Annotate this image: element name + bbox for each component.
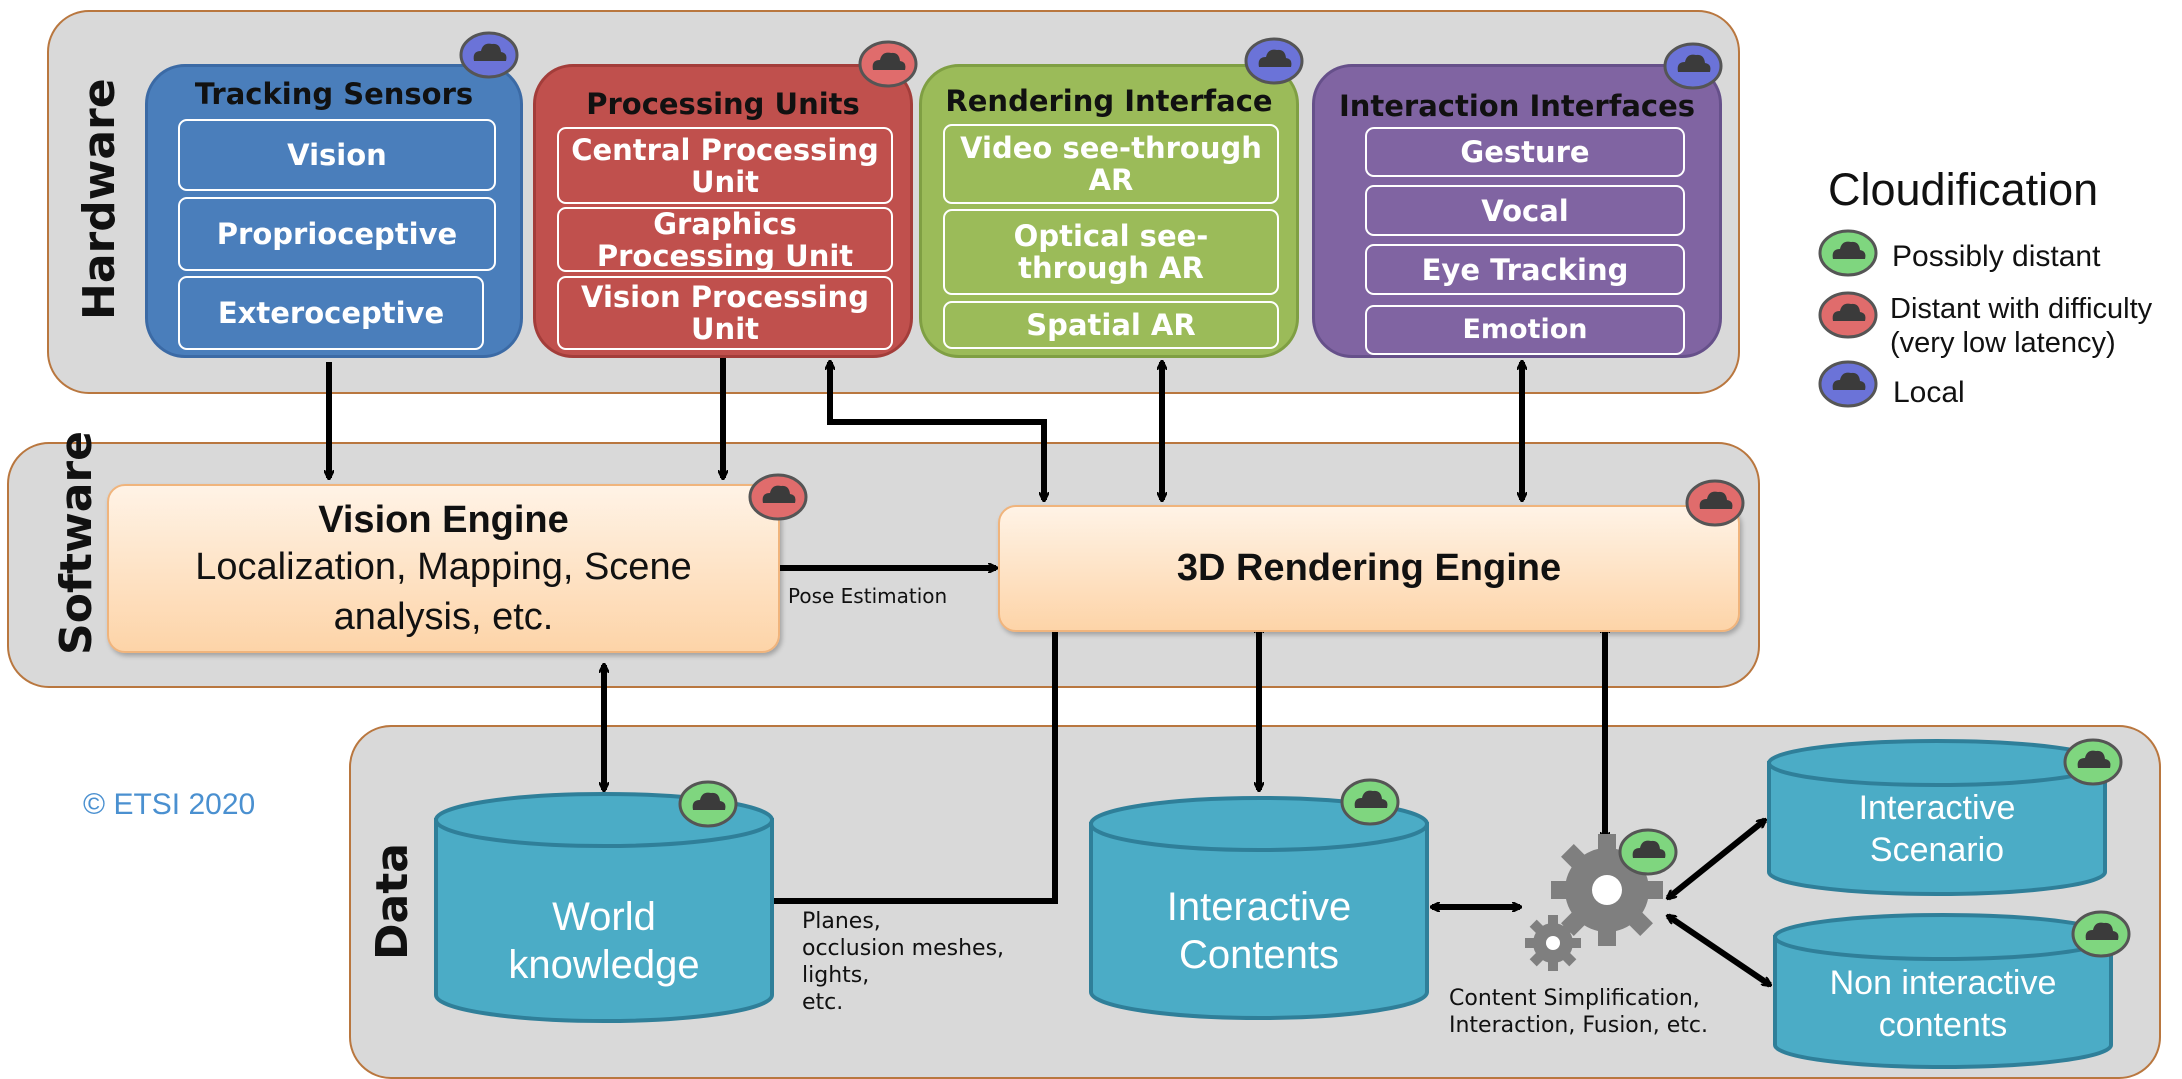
- non-interactive-cylinder: [1773, 935, 2113, 1069]
- interaction-item-emotion: Emotion: [1365, 305, 1685, 355]
- legend-green-cloud-icon: [1818, 229, 1878, 277]
- rendering-engine-title: 3D Rendering Engine: [1176, 547, 1562, 589]
- tracking-cloud-icon: [459, 31, 519, 79]
- rendering-engine-box: 3D Rendering Engine: [998, 505, 1740, 632]
- rendering-item-spatial-ar: Spatial AR: [943, 301, 1279, 349]
- rendering-interface-panel: Rendering Interface Video see-through AR…: [919, 64, 1299, 358]
- interaction-interfaces-title: Interaction Interfaces: [1338, 89, 1696, 123]
- arrow-gears-scenario: [1668, 820, 1765, 898]
- interactive-scenario-label: Interactive Scenario: [1858, 789, 2016, 869]
- copyright-label: © ETSI 2020: [83, 788, 256, 821]
- tracking-item-exteroceptive: Exteroceptive: [178, 276, 484, 350]
- gears-cloud-icon: [1618, 828, 1678, 876]
- tracking-item-vision: Vision: [178, 119, 496, 191]
- interactive-scenario-cylinder: [1767, 761, 2107, 896]
- gears-icon: [1525, 834, 1663, 971]
- tracking-item-proprioceptive: Proprioceptive: [178, 197, 496, 271]
- processing-units-panel: Processing Units Central Processing Unit…: [533, 64, 913, 358]
- pose-estimation-label: Pose Estimation: [788, 584, 948, 608]
- processing-units-title: Processing Units: [586, 87, 860, 121]
- tracking-sensors-title: Tracking Sensors: [194, 77, 474, 111]
- legend: Cloudification Possibly distant Distant …: [1818, 160, 2182, 420]
- rendering-cloud-icon: [1244, 37, 1304, 85]
- interactive-scenario-cloud-icon: [2063, 738, 2123, 786]
- interaction-item-vocal: Vocal: [1365, 185, 1685, 236]
- vision-engine-cloud-icon: [748, 473, 808, 521]
- rendering-item-video-see-through: Video see-through AR: [943, 124, 1279, 204]
- interaction-cloud-icon: [1663, 42, 1723, 90]
- legend-title: Cloudification: [1828, 164, 2099, 215]
- planes-label: Planes, occlusion meshes, lights, etc.: [802, 909, 1005, 1015]
- interaction-interfaces-panel: Interaction Interfaces Gesture Vocal Eye…: [1312, 64, 1722, 358]
- processing-cloud-icon: [858, 40, 918, 88]
- processing-item-cpu: Central Processing Unit: [557, 127, 893, 204]
- rendering-item-optical-see-through: Optical see-through AR: [943, 209, 1279, 295]
- world-knowledge-label: World knowledge: [508, 895, 700, 987]
- legend-blue-cloud-icon: [1818, 360, 1878, 408]
- world-knowledge-cylinder: [434, 818, 774, 1023]
- legend-item-possibly-distant: Possibly distant: [1892, 240, 2101, 273]
- legend-item-distant-with-difficulty: Distant with difficulty (very low latenc…: [1890, 293, 2153, 359]
- interactive-contents-cylinder: [1089, 822, 1429, 1020]
- interaction-item-eye-tracking: Eye Tracking: [1365, 244, 1685, 295]
- interaction-item-gesture: Gesture: [1365, 127, 1685, 177]
- arrow-processing-rendering-engine: [830, 362, 1044, 500]
- legend-item-local: Local: [1893, 376, 1965, 409]
- content-simplification-label: Content Simplification, Interaction, Fus…: [1449, 986, 1708, 1038]
- interactive-contents-cloud-icon: [1340, 778, 1400, 826]
- legend-red-cloud-icon: [1818, 291, 1878, 339]
- arrow-world-to-rendering-engine: [772, 622, 1055, 904]
- vision-engine-subtitle: Localization, Mapping, Scene analysis, e…: [195, 546, 692, 638]
- vision-engine-title: Vision Engine: [318, 499, 569, 541]
- processing-item-gpu: Graphics Processing Unit: [557, 207, 893, 272]
- tracking-sensors-panel: Tracking Sensors Vision Proprioceptive E…: [145, 64, 523, 358]
- arrow-gears-noninteractive: [1668, 916, 1770, 985]
- non-interactive-cloud-icon: [2071, 910, 2131, 958]
- vision-engine-box: Vision Engine Localization, Mapping, Sce…: [107, 484, 780, 653]
- rendering-interface-title: Rendering Interface: [945, 84, 1273, 118]
- interactive-contents-label: Interactive Contents: [1166, 885, 1352, 977]
- processing-item-vpu: Vision Processing Unit: [557, 276, 893, 350]
- non-interactive-label: Non interactive contents: [1829, 964, 2057, 1044]
- rendering-engine-cloud-icon: [1685, 479, 1745, 527]
- world-knowledge-cloud-icon: [678, 780, 738, 828]
